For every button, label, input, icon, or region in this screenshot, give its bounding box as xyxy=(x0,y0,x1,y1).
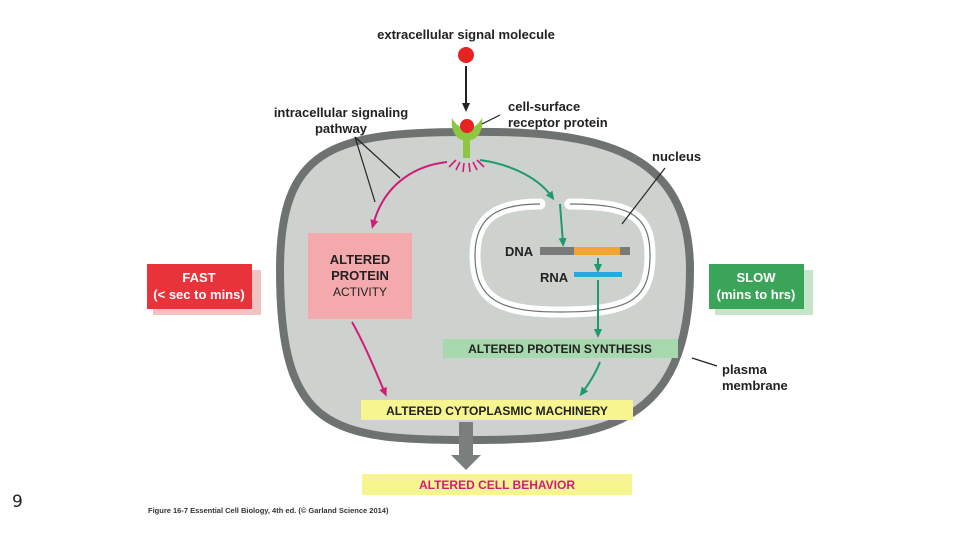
slow-box xyxy=(709,264,804,309)
rna-label: RNA xyxy=(540,270,569,285)
dna-segment-gray-left xyxy=(540,247,574,255)
altered-protein-line2: PROTEIN xyxy=(331,268,389,283)
behavior-arrow-head xyxy=(451,455,481,470)
receptor-protein xyxy=(451,118,483,158)
intracellular-label-line1: intracellular signaling xyxy=(274,105,408,120)
fast-box xyxy=(147,264,252,309)
fast-arrow-to-cytoplasm xyxy=(351,321,387,397)
intracellular-label-line2: pathway xyxy=(315,121,368,136)
fast-box-line2: (< sec to mins) xyxy=(153,287,244,302)
slow-arrow-to-dna xyxy=(558,203,567,247)
behavior-arrow-shaft xyxy=(459,422,473,456)
nucleus-label: nucleus xyxy=(652,149,701,164)
altered-protein-box xyxy=(308,233,412,319)
cell-behavior-box xyxy=(362,474,632,495)
rna-bar xyxy=(574,272,622,277)
activation-burst xyxy=(448,159,485,173)
dna-label: DNA xyxy=(505,244,534,259)
figure-caption: Figure 16-7 Essential Cell Biology, 4th … xyxy=(148,506,389,515)
slow-box-line1: SLOW xyxy=(737,270,777,285)
altered-protein-line3: ACTIVITY xyxy=(333,285,387,299)
signal-molecule-label: extracellular signal molecule xyxy=(377,27,555,42)
plasma-membrane-label-line2: membrane xyxy=(722,378,788,393)
fast-box-line1: FAST xyxy=(182,270,215,285)
slow-box-line2: (mins to hrs) xyxy=(717,287,796,302)
dna-segment-gray-right xyxy=(620,247,630,255)
synthesis-to-cytoplasm-arrow xyxy=(579,361,601,397)
receptor-label-line2: receptor protein xyxy=(508,115,608,130)
protein-synthesis-label: ALTERED PROTEIN SYNTHESIS xyxy=(468,342,652,356)
altered-protein-line1: ALTERED xyxy=(330,252,390,267)
plasma-membrane-label-line1: plasma xyxy=(722,362,768,377)
cytoplasmic-box xyxy=(361,400,633,420)
slow-arrow-to-nucleus xyxy=(479,159,555,201)
signal-molecule xyxy=(458,47,474,63)
slide-number: 9 xyxy=(12,492,23,512)
leader-lines xyxy=(354,114,718,367)
nucleus-membrane-outline xyxy=(474,203,651,313)
dna-segment-orange xyxy=(574,247,620,255)
cell-behavior-label: ALTERED CELL BEHAVIOR xyxy=(419,478,575,492)
cytoplasmic-label: ALTERED CYTOPLASMIC MACHINERY xyxy=(386,404,608,418)
receptor-label-line1: cell-surface xyxy=(508,99,580,114)
fast-arrow-to-protein xyxy=(370,161,448,229)
protein-synthesis-box xyxy=(443,339,678,358)
bound-signal-molecule xyxy=(460,119,474,133)
